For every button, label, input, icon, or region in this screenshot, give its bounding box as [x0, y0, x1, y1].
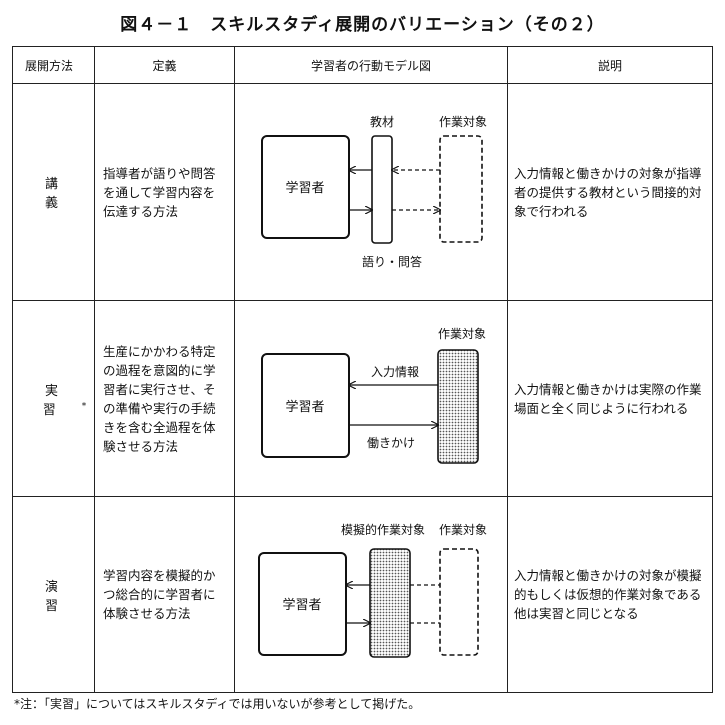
method-cell: 演習 — [12, 496, 95, 693]
header-method: 展開方法 — [12, 46, 95, 84]
model-diagram-lecture: 学習者 教材 作業対象 語り・問答 — [234, 83, 508, 301]
input-info-label: 入力情報 — [371, 365, 419, 379]
header-explanation: 説明 — [507, 46, 713, 84]
simulated-object-label: 模擬的作業対象 — [341, 522, 425, 537]
footnote: *注：「実習」についてはスキルスタディでは用いないが参考として掲げた。 — [14, 697, 421, 711]
learner-label: 学習者 — [282, 597, 321, 613]
work-object-label: 作業対象 — [439, 115, 487, 129]
header-row: 展開方法 定義 学習者の行動モデル図 説明 — [12, 46, 713, 84]
definition-cell: 指導者が語りや問答を通して学習内容を伝達する方法 — [94, 83, 235, 301]
learner-box — [261, 353, 350, 458]
explanation-cell: 入力情報と働きかけは実際の作業場面と全く同じように行われる — [507, 300, 713, 497]
figure-title: 図４－１ スキルスタディ展開のバリエーション（その２） — [120, 15, 605, 35]
table-row: 演習 学習内容を模擬的かつ総合的に学習者に体験させる方法 模擬的作業対象 作業対… — [12, 496, 713, 693]
definition-cell: 学習内容を模擬的かつ総合的に学習者に体験させる方法 — [94, 496, 235, 693]
table-row: 講義 指導者が語りや問答を通して学習内容を伝達する方法 学習者 教材 作業対象 … — [12, 83, 713, 301]
learner-label: 学習者 — [285, 399, 324, 415]
explanation-cell: 入力情報と働きかけの対象が模擬的もしくは仮想的作業対象である他は実習と同じとなる — [507, 496, 713, 693]
method-cell: 実習* — [12, 300, 95, 497]
work-object-box — [437, 349, 479, 464]
action-label: 働きかけ — [367, 436, 415, 450]
work-object-box — [439, 135, 483, 243]
table-row: 実習* 生産にかかわる特定の過程を意図的に学習者に実行させ、その準備や実行の手続… — [12, 300, 713, 497]
talk-question-label: 語り・問答 — [362, 254, 422, 269]
variation-table: 展開方法 定義 学習者の行動モデル図 説明 講義 指導者が語りや問答を通して学習… — [12, 46, 713, 693]
header-model: 学習者の行動モデル図 — [234, 46, 508, 84]
model-diagram-exercise: 模擬的作業対象 作業対象 学習者 — [234, 496, 508, 693]
explanation-cell: 入力情報と働きかけの対象が指導者の提供する教材という間接的対象で行われる — [507, 83, 713, 301]
method-cell: 講義 — [12, 83, 95, 301]
definition-cell: 生産にかかわる特定の過程を意図的に学習者に実行させ、その準備や実行の手続きを含む… — [94, 300, 235, 497]
simulated-object-box — [369, 548, 411, 658]
learner-box — [261, 135, 350, 239]
work-object-label: 作業対象 — [439, 523, 487, 537]
model-diagram-practice: 作業対象 学習者 入力情報 働きかけ — [234, 300, 508, 497]
learner-box — [258, 552, 347, 656]
work-object-label: 作業対象 — [438, 327, 486, 341]
material-label: 教材 — [370, 114, 394, 129]
work-object-box — [439, 548, 479, 656]
material-box — [371, 135, 393, 244]
learner-label: 学習者 — [285, 180, 324, 196]
header-definition: 定義 — [94, 46, 235, 84]
